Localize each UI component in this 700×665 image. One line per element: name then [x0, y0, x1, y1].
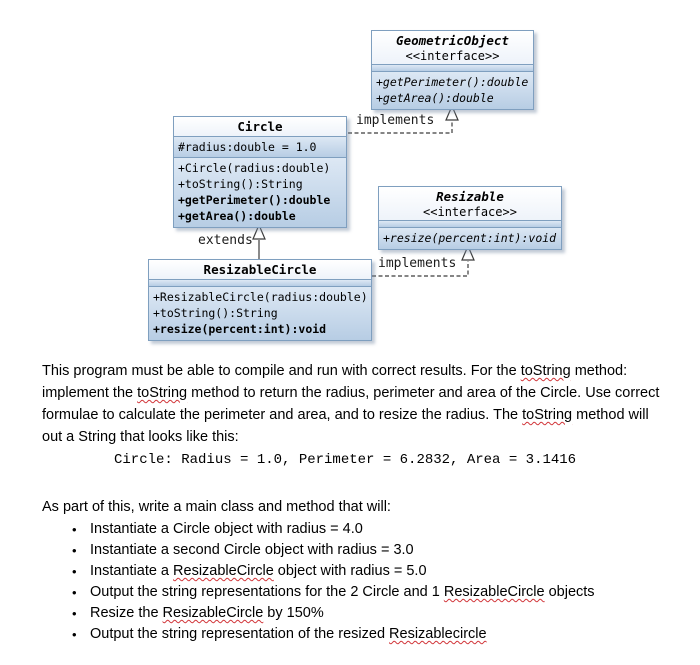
class-stereotype: <<interface>>	[405, 49, 500, 63]
bullet-icon: •	[72, 585, 77, 600]
attribute-line: #radius:double = 1.0	[178, 140, 317, 154]
task-text: Instantiate a ResizableCircle object wit…	[90, 561, 670, 582]
relation-label-implements-2: implements	[378, 256, 457, 271]
class-box-geometric-object: GeometricObject <<interface>> +getPerime…	[371, 30, 534, 110]
tasks-intro: As part of this, write a main class and …	[42, 499, 391, 515]
bullet-icon: •	[72, 627, 77, 642]
method-line: +getArea():double	[376, 91, 494, 105]
task-segment: Resize the	[90, 605, 163, 621]
relation-label-extends: extends	[198, 233, 253, 248]
method-line: +toString():String	[153, 306, 278, 320]
task-item: • Instantiate a Circle object with radiu…	[42, 519, 670, 540]
class-header: Circle	[174, 117, 346, 137]
task-segment: Instantiate a Circle object with radius …	[90, 521, 363, 537]
paragraph-text: method: implement the	[42, 363, 628, 401]
methods-compartment: +Circle(radius:double) +toString():Strin…	[174, 158, 346, 227]
method-line: +resize(percent:int):void	[383, 231, 557, 245]
task-text: Output the string representations for th…	[90, 582, 670, 603]
task-item: • Output the string representation of th…	[42, 624, 670, 645]
attributes-compartment: #radius:double = 1.0	[174, 137, 346, 158]
task-text: Resize the ResizableCircle by 150%	[90, 603, 670, 624]
method-line: +toString():String	[178, 177, 303, 191]
task-item: • Output the string representations for …	[42, 582, 670, 603]
task-segment: Instantiate a second Circle object with …	[90, 542, 414, 558]
class-header: GeometricObject <<interface>>	[372, 31, 533, 65]
class-box-resizable: Resizable <<interface>> +resize(percent:…	[378, 186, 562, 250]
attributes-compartment	[149, 280, 371, 287]
task-segment: Output the string representation of the …	[90, 626, 390, 642]
spellcheck-word: Resizablecircle	[389, 626, 487, 642]
method-line: +getPerimeter():double	[178, 193, 331, 207]
paragraph-text: method will out a String that looks like…	[42, 407, 649, 445]
task-item: • Resize the ResizableCircle by 150%	[42, 603, 670, 624]
bullet-icon: •	[72, 522, 77, 537]
class-header: Resizable <<interface>>	[379, 187, 561, 221]
task-segment: Instantiate a	[90, 563, 174, 579]
task-segment: by 150%	[263, 605, 324, 621]
bullet-icon: •	[72, 564, 77, 579]
class-header: ResizableCircle	[149, 260, 371, 280]
method-line: +Circle(radius:double)	[178, 161, 331, 175]
task-segment: Output the string representations for th…	[90, 584, 444, 600]
method-line: +resize(percent:int):void	[153, 322, 327, 336]
spellcheck-word: ResizableCircle	[173, 563, 274, 579]
class-name: ResizableCircle	[203, 262, 317, 277]
task-item: • Instantiate a ResizableCircle object w…	[42, 561, 670, 582]
paragraph-text: This program must be able to compile and…	[42, 363, 521, 379]
task-text: Instantiate a Circle object with radius …	[90, 519, 670, 540]
methods-compartment: +getPerimeter():double +getArea():double	[372, 72, 533, 109]
relation-label-implements-1: implements	[356, 113, 435, 128]
instructions-section: This program must be able to compile and…	[42, 360, 670, 645]
spellcheck-word: ResizableCircle	[443, 584, 545, 600]
bullet-icon: •	[72, 543, 77, 558]
attributes-compartment	[379, 221, 561, 228]
spellcheck-word: toString	[520, 363, 571, 379]
class-name: Circle	[237, 119, 283, 134]
paragraph-text: method to return the radius, perimeter a…	[42, 385, 660, 423]
spellcheck-word: toString	[522, 407, 573, 423]
instructions-paragraph: This program must be able to compile and…	[42, 360, 670, 448]
method-line: +getArea():double	[178, 209, 296, 223]
task-segment: objects	[544, 584, 595, 600]
class-stereotype: <<interface>>	[423, 205, 517, 219]
class-box-circle: Circle #radius:double = 1.0 +Circle(radi…	[173, 116, 347, 228]
bullet-icon: •	[72, 606, 77, 621]
method-line: +getPerimeter():double	[376, 75, 529, 89]
class-box-resizable-circle: ResizableCircle +ResizableCircle(radius:…	[148, 259, 372, 341]
spellcheck-word: ResizableCircle	[162, 605, 264, 621]
code-sample-line: Circle: Radius = 1.0, Perimeter = 6.2832…	[114, 452, 577, 468]
task-list: • Instantiate a Circle object with radiu…	[42, 519, 670, 645]
task-text: Output the string representation of the …	[90, 624, 670, 645]
methods-compartment: +ResizableCircle(radius:double) +toStrin…	[149, 287, 371, 340]
task-text: Instantiate a second Circle object with …	[90, 540, 670, 561]
task-item: • Instantiate a second Circle object wit…	[42, 540, 670, 561]
task-segment: object with radius = 5.0	[273, 563, 427, 579]
methods-compartment: +resize(percent:int):void	[379, 228, 561, 249]
spellcheck-word: toString	[137, 385, 188, 401]
class-name: Resizable	[436, 189, 504, 204]
attributes-compartment	[372, 65, 533, 72]
class-name: GeometricObject	[396, 33, 509, 48]
method-line: +ResizableCircle(radius:double)	[153, 290, 368, 304]
